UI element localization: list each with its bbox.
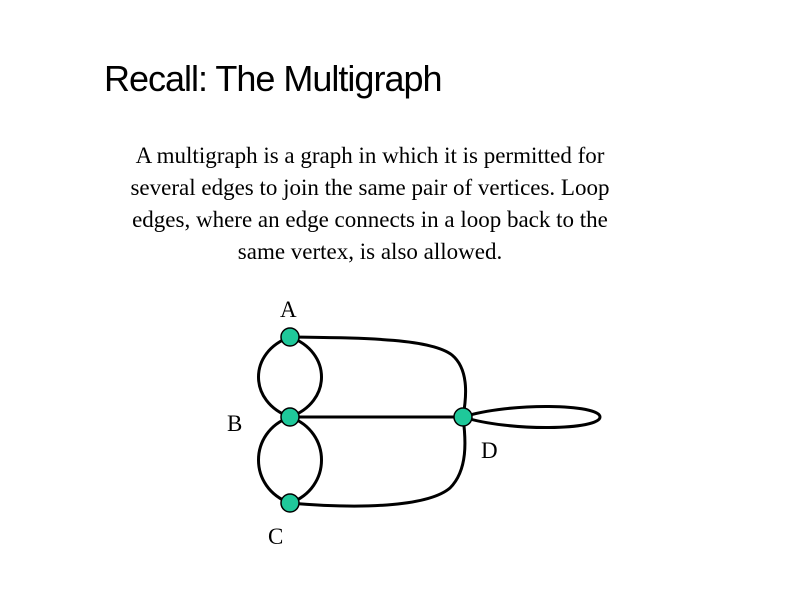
slide-title: Recall: The Multigraph <box>104 58 443 99</box>
edge-a-b-left <box>257 335 291 419</box>
vertex-label-b: B <box>227 411 242 436</box>
vertex-label-d: D <box>481 438 498 463</box>
vertex-label-a: A <box>280 297 297 322</box>
edge-d-loop <box>462 405 602 429</box>
edge-b-c-left <box>257 415 291 505</box>
edge-a-d <box>289 335 468 418</box>
slide-body: A multigraph is a graph in which it is p… <box>70 140 670 268</box>
vertex-c <box>280 493 300 513</box>
body-line: several edges to join the same pair of v… <box>130 175 610 200</box>
edge-b-c-right <box>289 415 323 505</box>
body-line: A multigraph is a graph in which it is p… <box>135 143 605 168</box>
vertex-b <box>280 407 300 427</box>
vertex-d <box>453 407 473 427</box>
vertex-a <box>280 327 300 347</box>
body-line: same vertex, is also allowed. <box>237 239 503 264</box>
vertices <box>280 327 473 513</box>
vertex-label-c: C <box>268 524 283 549</box>
edge-c-d <box>289 416 467 508</box>
body-line: edges, where an edge connects in a loop … <box>132 207 608 232</box>
edge-a-b-right <box>289 335 323 419</box>
edges <box>257 335 602 508</box>
